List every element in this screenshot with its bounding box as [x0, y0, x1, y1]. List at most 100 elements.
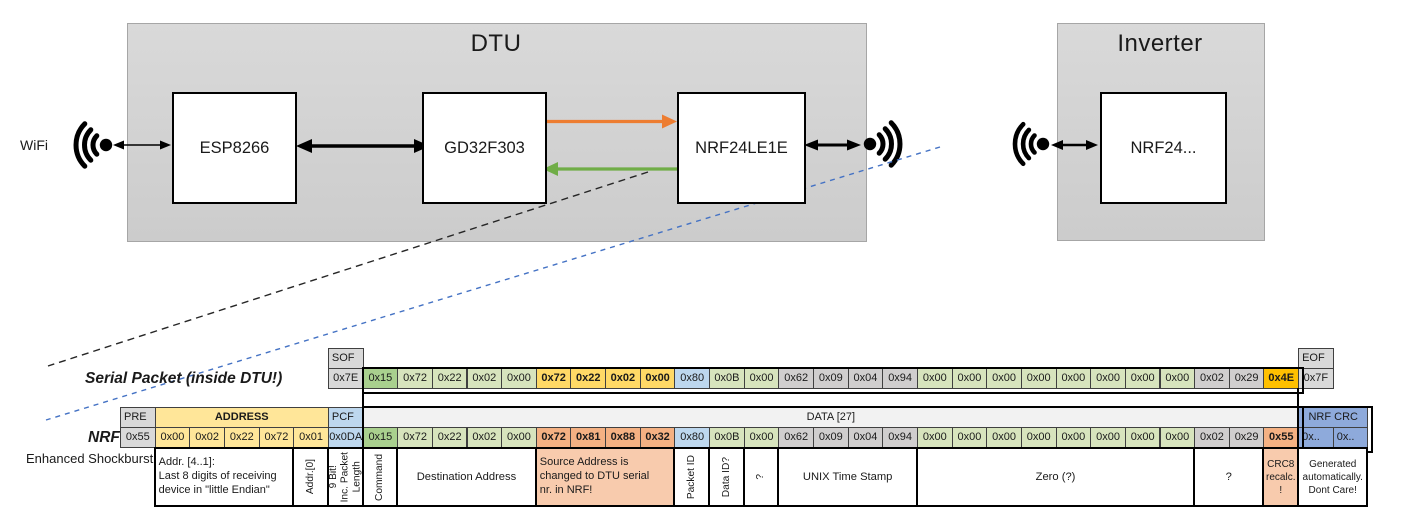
nrf-crc-header: NRF CRC: [1298, 407, 1369, 428]
data-header: DATA [27]: [362, 407, 1300, 428]
address-byte-cell: 0x02: [189, 427, 225, 448]
sof-byte: 0x7E: [327, 368, 364, 389]
esp8266-box: ESP8266: [172, 92, 297, 204]
esp8266-label: ESP8266: [199, 138, 270, 157]
annotation-cell: Addr.[0]: [292, 447, 329, 507]
annotation-vertical-text: 9 Bit! Inc. Packet Length: [327, 451, 363, 503]
serial-byte-cell: 0x00: [743, 368, 780, 389]
annotation-cell: Destination Address: [396, 447, 537, 507]
address-byte-cell: 0x72: [258, 427, 295, 448]
annotation-vertical-text: Data ID?: [720, 456, 732, 498]
nrf-byte-cell: 0x00: [1020, 427, 1057, 448]
annotation-vertical-text: Addr.[0]: [304, 459, 316, 495]
pre-byte: 0x55: [120, 427, 156, 448]
address-byte-cell: 0x00: [154, 427, 191, 448]
inverter-nrf24-label: NRF24...: [1130, 138, 1197, 157]
serial-byte-cell: 0x72: [397, 368, 433, 389]
nrf-byte-cell: 0x04: [847, 427, 884, 448]
serial-byte-cell: 0x62: [778, 368, 814, 389]
serial-packet-row-label: Serial Packet (inside DTU!): [85, 370, 283, 387]
nrf24le1e-box: NRF24LE1E: [677, 92, 806, 204]
serial-byte-cell: 0x00: [1124, 368, 1161, 389]
nrf-byte-cell: 0x29: [1228, 427, 1265, 448]
nrf-byte-cell: 0x00: [1124, 427, 1161, 448]
nrf-byte-cell: 0x00: [1159, 427, 1196, 448]
gd32f303-label: GD32F303: [444, 138, 525, 157]
serial-byte-cell: 0x22: [431, 368, 468, 389]
pcf-header: PCF: [327, 407, 364, 428]
serial-byte-cell: 0x02: [1194, 368, 1230, 389]
serial-byte-cell: 0x02: [466, 368, 503, 389]
eof-header: EOF: [1298, 348, 1334, 369]
serial-byte-cell: 0x00: [1055, 368, 1092, 389]
serial-byte-cell: 0x00: [986, 368, 1022, 389]
dtu-title: DTU: [470, 30, 522, 57]
nrf24le1e-label: NRF24LE1E: [695, 138, 788, 157]
annotation-cell: ?: [742, 447, 780, 507]
annotation-cell: Zero (?): [915, 447, 1196, 507]
address-header: ADDRESS: [154, 407, 329, 428]
nrf-byte-cell: 0x15: [362, 427, 399, 448]
nrf-byte-cell: 0x02: [1194, 427, 1230, 448]
annotation-cell: 9 Bit! Inc. Packet Length: [326, 447, 364, 507]
serial-byte-cell: 0x94: [882, 368, 918, 389]
pcf-byte: 0x0DA: [327, 427, 364, 448]
nrf-byte-cell: 0x00: [743, 427, 780, 448]
serial-byte-cell: 0x00: [639, 368, 676, 389]
annotation-cell: Addr. [4..1]: Last 8 digits of receiving…: [153, 447, 295, 507]
nrf-byte-cell: 0x00: [951, 427, 988, 448]
serial-byte-cell: 0x00: [916, 368, 953, 389]
annotation-cell: Data ID?: [708, 447, 745, 507]
serial-byte-cell: 0x00: [1090, 368, 1126, 389]
nrf-byte-cell: 0x55: [1263, 427, 1300, 448]
sof-header: SOF: [327, 348, 364, 369]
serial-byte-cell: 0x72: [535, 368, 572, 389]
serial-byte-cell: 0x00: [951, 368, 988, 389]
nrf-byte-cell: 0x0B: [709, 427, 745, 448]
annotation-cell: CRC8 recalc. !: [1262, 447, 1300, 507]
annotation-vertical-text: Packet ID: [685, 454, 697, 500]
address-byte-cell: 0x01: [293, 427, 329, 448]
wifi-label: WiFi: [20, 137, 48, 153]
serial-byte-cell: 0x15: [362, 368, 399, 389]
nrf-crc-byte-cell: 0x..: [1298, 427, 1334, 448]
serial-byte-cell: 0x09: [813, 368, 849, 389]
nrf-byte-cell: 0x00: [916, 427, 953, 448]
annotation-cell: Packet ID: [673, 447, 711, 507]
eof-byte: 0x7F: [1298, 368, 1334, 389]
gd32f303-box: GD32F303: [422, 92, 547, 204]
pre-header: PRE: [120, 407, 156, 428]
serial-byte-cell: 0x0B: [709, 368, 745, 389]
inverter-title: Inverter: [1117, 30, 1203, 57]
nrf-byte-cell: 0x62: [778, 427, 814, 448]
serial-byte-cell: 0x4E: [1263, 368, 1300, 389]
annotation-cell: ?: [1193, 447, 1265, 507]
nrf-byte-cell: 0x00: [986, 427, 1022, 448]
nrf-byte-cell: 0x32: [639, 427, 676, 448]
connector-line: [1297, 388, 1300, 408]
nrf-byte-cell: 0x94: [882, 427, 918, 448]
annotation-vertical-text: Command: [374, 453, 385, 501]
nrf-byte-cell: 0x00: [1055, 427, 1092, 448]
serial-byte-cell: 0x02: [605, 368, 641, 389]
enhanced-shockburst-label: Enhanced Shockburst: [26, 451, 154, 466]
nrf-byte-cell: 0x22: [431, 427, 468, 448]
nrf-byte-cell: 0x80: [674, 427, 711, 448]
nrf-byte-cell: 0x00: [501, 427, 537, 448]
nrf-crc-byte-cell: 0x..: [1332, 427, 1369, 448]
annotation-cell: Command: [361, 447, 399, 507]
serial-byte-cell: 0x29: [1228, 368, 1265, 389]
annotation-vertical-text: ?: [755, 474, 767, 480]
serial-byte-cell: 0x00: [1159, 368, 1196, 389]
annotation-cell: UNIX Time Stamp: [777, 447, 918, 507]
nrf-byte-cell: 0x00: [1090, 427, 1126, 448]
nrf-byte-cell: 0x72: [397, 427, 433, 448]
annotation-cell: Generated automatically. Dont Care!: [1297, 447, 1369, 507]
nrf-byte-cell: 0x02: [466, 427, 503, 448]
connector-line: [361, 388, 364, 408]
inverter-nrf24-box: NRF24...: [1100, 92, 1227, 204]
nrf-byte-cell: 0x09: [813, 427, 849, 448]
nrf-byte-cell: 0x81: [570, 427, 607, 448]
